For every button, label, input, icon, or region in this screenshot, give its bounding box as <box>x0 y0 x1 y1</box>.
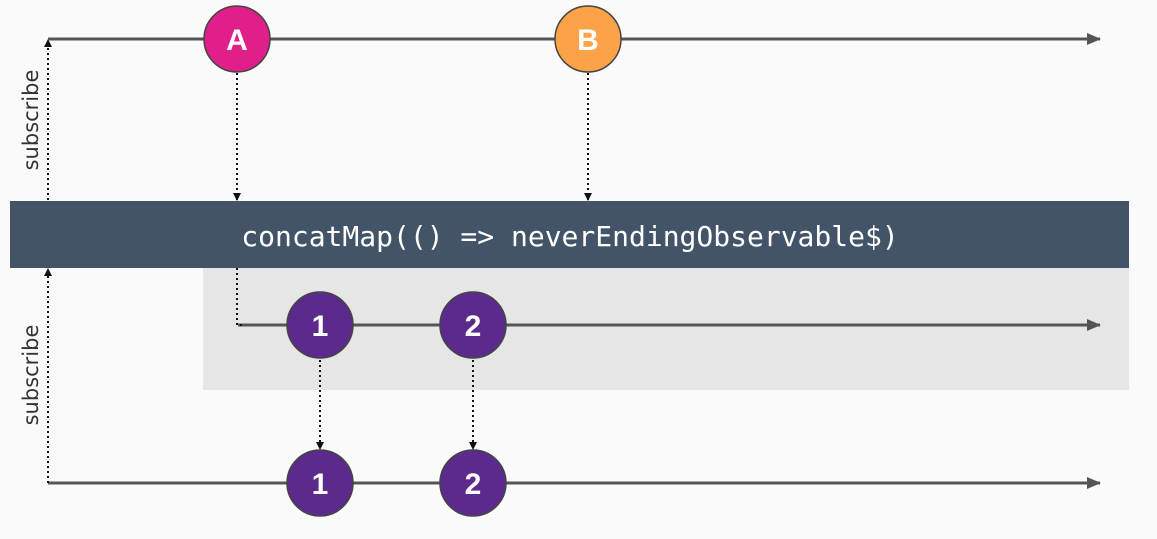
subscribe-label-top: subscribe <box>19 70 43 171</box>
source-marble-a: A <box>203 5 271 73</box>
inner-marble-2: 2 <box>439 291 507 359</box>
marble-circle <box>439 449 507 517</box>
output-marble-2: 2 <box>439 449 507 517</box>
marble-label: 1 <box>312 310 329 343</box>
inner-subscription-arrow <box>236 268 245 326</box>
subscribe-label-bottom: subscribe <box>19 325 43 426</box>
marble-label: 2 <box>465 310 482 343</box>
operator-bar <box>10 201 1129 268</box>
output-marble-1: 1 <box>286 449 354 517</box>
marble-circle <box>554 5 622 73</box>
source-marble-b: B <box>554 5 622 73</box>
marble-label: A <box>226 24 248 57</box>
marble-label: 1 <box>312 468 329 501</box>
inner-marble-1: 1 <box>286 291 354 359</box>
marble-label: B <box>577 24 599 57</box>
operator-label: concatMap(() => neverEndingObservable$) <box>241 220 898 253</box>
marble-label: 2 <box>465 468 482 501</box>
marble-circle <box>203 5 271 73</box>
marble-circle <box>439 291 507 359</box>
marble-circle <box>286 449 354 517</box>
marble-circle <box>286 291 354 359</box>
inner-observable-background <box>203 268 1129 390</box>
